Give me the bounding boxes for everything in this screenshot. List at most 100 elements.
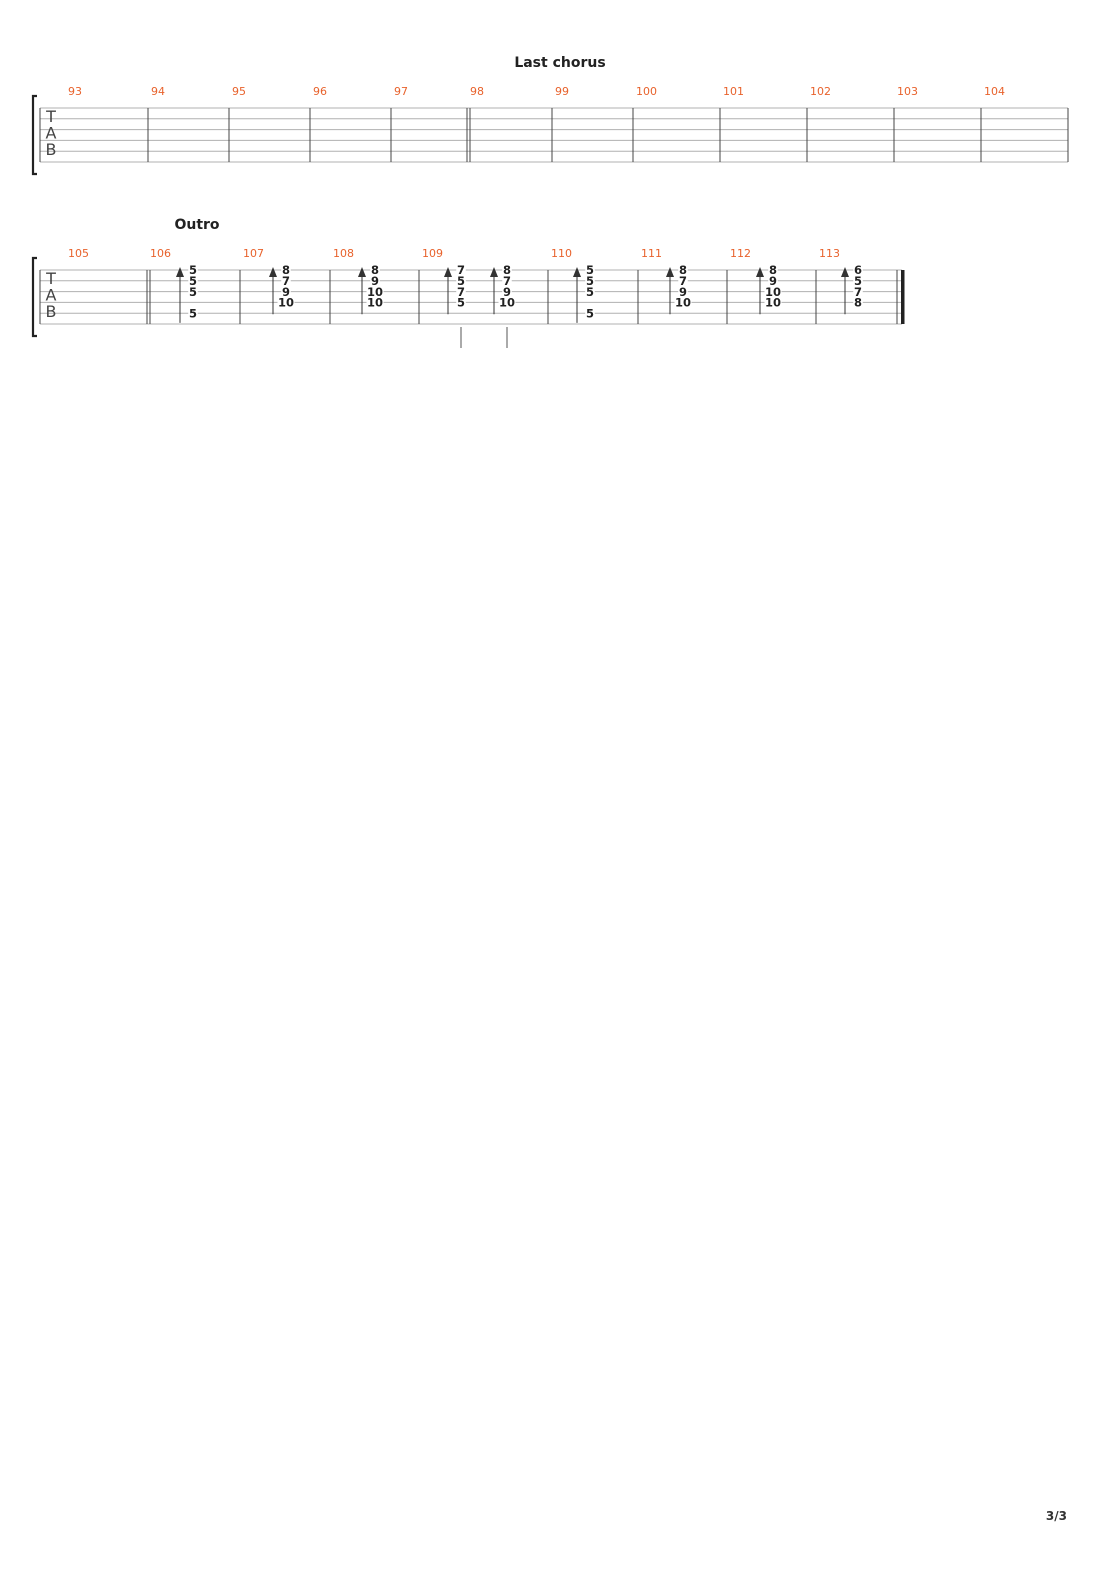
measure-number: 95 [232, 85, 246, 98]
measure-number: 97 [394, 85, 408, 98]
fret-number: 8 [371, 263, 379, 277]
fret-background [768, 265, 778, 275]
fret-number: 10 [765, 285, 781, 299]
section-title: Last chorus [514, 55, 605, 71]
system-bracket [31, 256, 37, 338]
fret-number: 7 [503, 274, 511, 288]
tab-clef-letter: T [45, 107, 56, 126]
fret-number: 5 [189, 274, 197, 288]
fret-background [281, 286, 291, 297]
fret-number: 8 [503, 263, 511, 277]
fret-number: 5 [586, 263, 594, 277]
fret-background [502, 275, 512, 286]
fret-number: 8 [282, 263, 290, 277]
fret-background [370, 265, 380, 275]
fret-background [502, 265, 512, 275]
measure-number: 113 [819, 247, 840, 260]
fret-background [281, 275, 291, 286]
measure-number: 112 [730, 247, 751, 260]
tab-clef-letter: A [46, 124, 57, 143]
strum-arrowhead [756, 267, 764, 277]
fret-background [502, 286, 512, 297]
fret-background [678, 275, 688, 286]
fret-background [764, 297, 782, 308]
measure-number: 93 [68, 85, 82, 98]
fret-number: 5 [586, 285, 594, 299]
fret-number: 6 [854, 263, 862, 277]
fret-number: 9 [679, 285, 687, 299]
strum-arrowhead [444, 267, 452, 277]
strum-arrowhead [841, 267, 849, 277]
tab-clef-letter: B [46, 140, 57, 159]
fret-number: 5 [189, 306, 197, 320]
strum-arrowhead [176, 267, 184, 277]
measure-number: 103 [897, 85, 918, 98]
fret-background [456, 265, 466, 275]
fret-background [277, 297, 295, 308]
fret-number: 7 [854, 285, 862, 299]
fret-background [853, 297, 863, 308]
fret-background [853, 275, 863, 286]
page-number: 3/3 [1045, 1509, 1067, 1523]
tab-clef-letter: B [46, 302, 57, 321]
fret-number: 5 [586, 306, 594, 320]
measure-number: 101 [723, 85, 744, 98]
strum-arrowhead [269, 267, 277, 277]
measure-number: 96 [313, 85, 327, 98]
fret-background [456, 297, 466, 308]
fret-background [585, 286, 595, 297]
fret-number: 10 [499, 296, 515, 310]
measure-number: 102 [810, 85, 831, 98]
fret-number: 5 [189, 285, 197, 299]
strum-arrowhead [573, 267, 581, 277]
fret-number: 5 [854, 274, 862, 288]
fret-number: 10 [675, 296, 691, 310]
system-bracket [31, 94, 37, 176]
fret-number: 7 [457, 285, 465, 299]
fret-number: 9 [282, 285, 290, 299]
measure-number: 105 [68, 247, 89, 260]
fret-number: 5 [586, 274, 594, 288]
measure-number: 98 [470, 85, 484, 98]
measure-number: 111 [641, 247, 662, 260]
fret-background [188, 308, 198, 319]
fret-background [370, 275, 380, 286]
fret-number: 8 [769, 263, 777, 277]
strum-arrowhead [490, 267, 498, 277]
fret-number: 8 [854, 296, 862, 310]
fret-number: 10 [367, 296, 383, 310]
fret-background [585, 275, 595, 286]
fret-background [678, 286, 688, 297]
final-barline-thick [901, 270, 905, 324]
fret-background [674, 297, 692, 308]
fret-number: 5 [457, 274, 465, 288]
fret-background [678, 265, 688, 275]
fret-number: 9 [769, 274, 777, 288]
fret-background [456, 286, 466, 297]
fret-number: 7 [282, 274, 290, 288]
fret-background [853, 286, 863, 297]
fret-number: 5 [189, 263, 197, 277]
section-title: Outro [174, 217, 219, 233]
measure-number: 99 [555, 85, 569, 98]
fret-background [366, 297, 384, 308]
fret-background [188, 275, 198, 286]
fret-background [585, 308, 595, 319]
measure-number: 104 [984, 85, 1005, 98]
strum-arrowhead [358, 267, 366, 277]
fret-number: 9 [371, 274, 379, 288]
measure-number: 100 [636, 85, 657, 98]
fret-background [366, 286, 384, 297]
fret-background [498, 297, 516, 308]
measure-number: 107 [243, 247, 264, 260]
